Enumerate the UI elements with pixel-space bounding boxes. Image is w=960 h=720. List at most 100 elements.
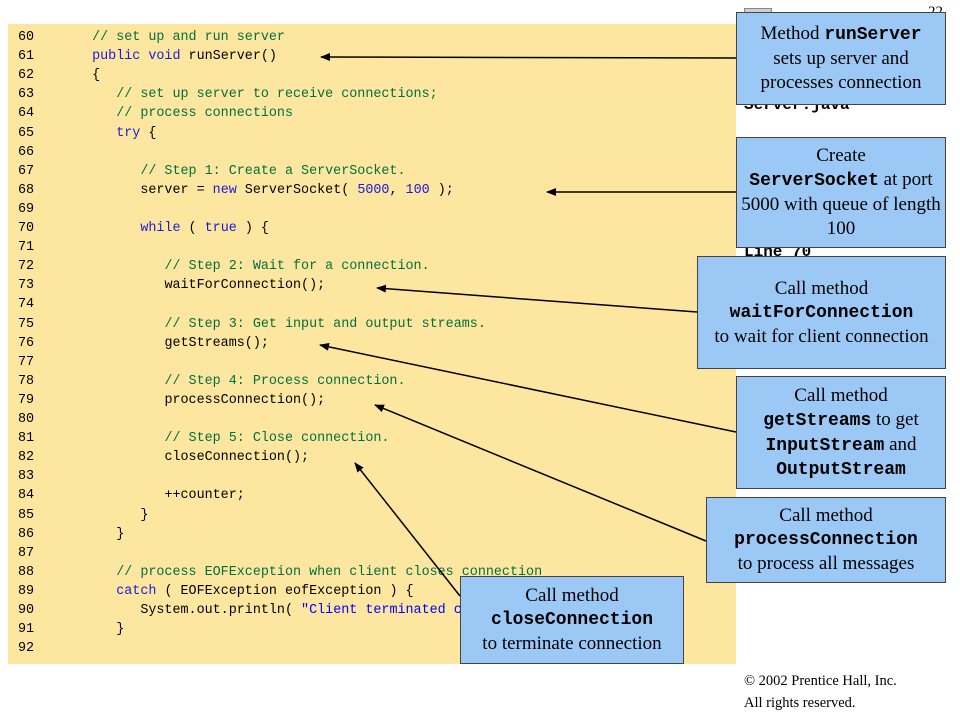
- callout-method-name: getStreams: [763, 410, 872, 431]
- code-text: server =: [140, 182, 213, 198]
- code-comment: // set up and run server: [92, 30, 285, 45]
- line-number: 60: [18, 30, 35, 45]
- code-comment: // Step 3: Get input and output streams.: [164, 316, 486, 332]
- code-line: 69: [8, 200, 68, 219]
- code-line: 65 try {: [8, 124, 156, 143]
- line-number: 62: [18, 68, 35, 84]
- code-line: 87: [8, 544, 68, 563]
- code-number: 5000: [357, 182, 390, 198]
- code-line: 72 // Step 2: Wait for a connection.: [8, 257, 430, 276]
- callout-text: Call method: [794, 384, 888, 406]
- callout-class-name: InputStream: [765, 435, 885, 456]
- code-keyword: true: [204, 221, 237, 236]
- line-number: 67: [18, 163, 35, 179]
- line-number: 79: [18, 392, 35, 408]
- code-text: ServerSocket(: [236, 182, 358, 198]
- code-line: 67 // Step 1: Create a ServerSocket.: [8, 162, 406, 181]
- code-indent: [68, 374, 164, 389]
- code-indent: [68, 603, 140, 618]
- callout-method-name: processConnection: [734, 530, 918, 550]
- line-number: 82: [18, 450, 35, 466]
- code-indent: [68, 488, 164, 503]
- callout-wait-for-connection: Call method waitForConnection to wait fo…: [697, 256, 946, 369]
- code-line: 61 public void runServer(): [8, 47, 277, 66]
- code-line: 76 getStreams();: [8, 334, 269, 353]
- callout-text: Call method: [774, 277, 869, 299]
- copyright-line-2: All rights reserved.: [744, 695, 856, 711]
- code-indent: [68, 164, 140, 179]
- code-indent: [68, 336, 164, 351]
- code-text: getStreams();: [164, 335, 269, 351]
- line-number: 92: [18, 641, 35, 657]
- code-comment: // process connections: [116, 106, 294, 122]
- code-keyword: catch: [116, 583, 157, 599]
- code-line: 86 }: [8, 525, 124, 544]
- code-indent: [68, 565, 116, 580]
- callout-method-name: runServer: [824, 25, 922, 45]
- line-number: 64: [18, 106, 35, 122]
- code-line: 92: [8, 639, 68, 658]
- code-text: {: [140, 125, 157, 141]
- callout-class-name: OutputStream: [776, 459, 906, 480]
- code-comment: // Step 4: Process connection.: [164, 373, 406, 389]
- code-indent: [68, 49, 92, 64]
- code-line: 68 server = new ServerSocket( 5000, 100 …: [8, 181, 454, 200]
- code-indent: [68, 450, 164, 465]
- callout-run-server: Method runServer sets up server and proc…: [736, 12, 946, 105]
- line-number: 91: [18, 622, 35, 638]
- code-line: 89 catch ( EOFException eofException ) {: [8, 582, 414, 601]
- line-number: 65: [18, 125, 35, 141]
- line-number: 68: [18, 182, 35, 198]
- line-number: 72: [18, 259, 35, 275]
- callout-text: and: [884, 433, 917, 455]
- line-number: 85: [18, 507, 35, 523]
- copyright-notice: © 2002 Prentice Hall, Inc. All rights re…: [744, 670, 897, 714]
- code-indent: [68, 508, 140, 523]
- line-number: 77: [18, 354, 35, 370]
- callout-server-socket: Create ServerSocket at port 5000 with qu…: [736, 137, 946, 248]
- code-text: );: [429, 182, 454, 198]
- code-line: 75 // Step 3: Get input and output strea…: [8, 315, 486, 334]
- line-number: 63: [18, 87, 35, 103]
- code-line: 66: [8, 143, 68, 162]
- callout-text: to wait for client connection: [714, 325, 929, 347]
- code-line: 64 // process connections: [8, 104, 293, 123]
- callout-get-streams: Call method getStreams to get InputStrea…: [736, 376, 946, 489]
- callout-text: to process all messages: [737, 553, 915, 574]
- code-line: 77: [8, 353, 68, 372]
- line-number: 70: [18, 221, 35, 236]
- line-number: 76: [18, 335, 35, 351]
- callout-method-name: waitForConnection: [729, 302, 914, 323]
- line-number: 87: [18, 545, 35, 561]
- code-indent: [68, 259, 164, 274]
- code-text: ++counter;: [164, 488, 245, 504]
- code-indent: [68, 431, 164, 446]
- code-line: 85 }: [8, 506, 148, 525]
- code-indent: [68, 584, 116, 599]
- line-number: 73: [18, 278, 35, 294]
- code-text: closeConnection();: [164, 450, 310, 466]
- code-text: }: [140, 507, 149, 523]
- code-indent: [68, 87, 116, 102]
- code-comment: // Step 1: Create a ServerSocket.: [140, 163, 406, 179]
- copyright-line-1: 2002 Prentice Hall, Inc.: [755, 673, 897, 689]
- code-line: 71: [8, 238, 68, 257]
- code-text: processConnection();: [164, 392, 326, 408]
- callout-text: to terminate connection: [482, 633, 662, 654]
- code-indent: [68, 183, 140, 198]
- code-keyword: new: [212, 182, 237, 198]
- code-listing: 60 // set up and run server 61 public voi…: [8, 24, 736, 664]
- code-line: 78 // Step 4: Process connection.: [8, 372, 406, 391]
- code-text: }: [116, 526, 125, 542]
- line-number: 84: [18, 488, 35, 504]
- line-number: 75: [18, 316, 35, 332]
- code-indent: [68, 30, 92, 45]
- line-number: 71: [18, 240, 35, 256]
- callout-text: Create: [816, 145, 866, 166]
- code-indent: [68, 622, 116, 637]
- callout-close-connection: Call method closeConnection to terminate…: [460, 576, 684, 664]
- line-number: 90: [18, 603, 35, 618]
- code-text: }: [116, 622, 125, 638]
- callout-text: Call method: [779, 505, 873, 526]
- code-indent: [68, 126, 116, 141]
